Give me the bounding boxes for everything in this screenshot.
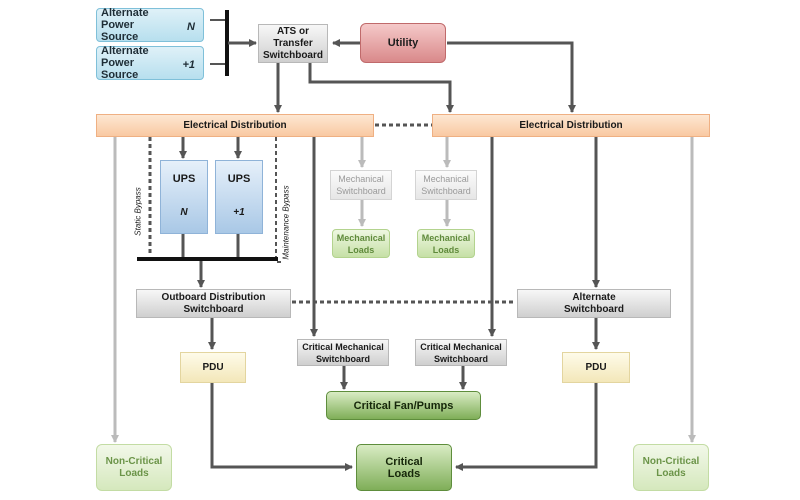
electrical-distribution-right: Electrical Distribution xyxy=(432,114,710,137)
alternate-switchboard-line-1: Alternate xyxy=(572,291,616,303)
mechanical-loads-1-line-1: Mechanical xyxy=(336,232,386,243)
non-critical-loads-left-line-2: Loads xyxy=(119,467,149,479)
mechanical-switchboard-1-line-2: Switchboard xyxy=(336,186,386,196)
mechanical-switchboard-2-line-2: Switchboard xyxy=(421,186,471,196)
electrical-distribution-left: Electrical Distribution xyxy=(96,114,374,137)
outboard-line-1: Outboard Distribution xyxy=(161,291,266,303)
ups-n-plus-1-tag: +1 xyxy=(233,207,245,218)
alternate-power-source-n-plus-1: Alternate Power Source +1 xyxy=(96,45,204,81)
alternate-power-source-n: Alternate Power Source N xyxy=(96,7,204,43)
ups-n-tag: N xyxy=(180,207,188,218)
ats-line-3: Switchboard xyxy=(262,49,323,61)
critical-mechanical-switchboard-1: Critical Mechanical Switchboard xyxy=(297,339,389,366)
maintenance-bypass-label: Maintenance Bypass xyxy=(281,185,291,260)
critical-mechanical-switchboard-1-line-2: Switchboard xyxy=(315,353,370,364)
outboard-distribution-switchboard: Outboard Distribution Switchboard xyxy=(136,289,291,318)
non-critical-loads-left: Non-Critical Loads xyxy=(96,444,172,491)
mechanical-loads-1: Mechanical Loads xyxy=(332,229,390,258)
mechanical-loads-2-line-2: Loads xyxy=(432,244,460,255)
mechanical-switchboard-2-line-1: Mechanical xyxy=(423,174,469,184)
ats-line-2: Transfer xyxy=(273,37,313,49)
non-critical-loads-left-line-1: Non-Critical xyxy=(105,455,163,467)
critical-mechanical-switchboard-2-line-2: Switchboard xyxy=(433,353,488,364)
ups-n: UPS N xyxy=(160,160,208,234)
utility-label: Utility xyxy=(387,37,419,49)
electrical-distribution-right-label: Electrical Distribution xyxy=(519,119,623,131)
alternate-switchboard: Alternate Switchboard xyxy=(517,289,671,318)
non-critical-loads-right-line-1: Non-Critical xyxy=(642,455,700,467)
utility: Utility xyxy=(360,23,446,63)
mechanical-switchboard-1: Mechanical Switchboard xyxy=(330,170,392,200)
critical-fan-pumps: Critical Fan/Pumps xyxy=(326,391,481,420)
non-critical-loads-right-line-2: Loads xyxy=(656,467,686,479)
alternate-power-source-n-plus-1-tag: +1 xyxy=(182,59,195,71)
ups-n-plus-1: UPS +1 xyxy=(215,160,263,234)
pdu-right: PDU xyxy=(562,352,630,383)
outboard-line-2: Switchboard xyxy=(183,303,244,315)
mechanical-loads-2-line-1: Mechanical xyxy=(421,232,471,243)
alternate-switchboard-line-2: Switchboard xyxy=(563,303,624,315)
mechanical-switchboard-1-line-1: Mechanical xyxy=(338,174,384,184)
static-bypass-label: Static Bypass xyxy=(133,187,143,236)
critical-mechanical-switchboard-1-line-1: Critical Mechanical xyxy=(302,341,384,352)
critical-mechanical-switchboard-2: Critical Mechanical Switchboard xyxy=(415,339,507,366)
mechanical-switchboard-2: Mechanical Switchboard xyxy=(415,170,477,200)
ups-n-label: UPS xyxy=(172,173,196,185)
mechanical-loads-1-line-2: Loads xyxy=(347,244,375,255)
pdu-left: PDU xyxy=(180,352,246,383)
ats-line-1: ATS or xyxy=(276,25,310,37)
ats-transfer-switchboard: ATS or Transfer Switchboard xyxy=(258,24,328,63)
critical-loads-line-2: Loads xyxy=(387,467,421,480)
critical-loads-line-1: Critical xyxy=(385,455,423,468)
critical-loads: Critical Loads xyxy=(356,444,452,491)
pdu-right-label: PDU xyxy=(585,361,607,373)
pdu-left-label: PDU xyxy=(202,361,224,373)
alternate-power-source-n-label: Alternate Power Source xyxy=(101,7,149,43)
alternate-power-source-n-plus-1-label: Alternate Power Source xyxy=(101,45,149,81)
electrical-distribution-left-label: Electrical Distribution xyxy=(183,119,287,131)
non-critical-loads-right: Non-Critical Loads xyxy=(633,444,709,491)
ups-n-plus-1-label: UPS xyxy=(227,173,251,185)
critical-fan-pumps-label: Critical Fan/Pumps xyxy=(353,399,454,412)
mechanical-loads-2: Mechanical Loads xyxy=(417,229,475,258)
critical-mechanical-switchboard-2-line-1: Critical Mechanical xyxy=(420,341,502,352)
alternate-power-source-n-tag: N xyxy=(187,21,195,33)
